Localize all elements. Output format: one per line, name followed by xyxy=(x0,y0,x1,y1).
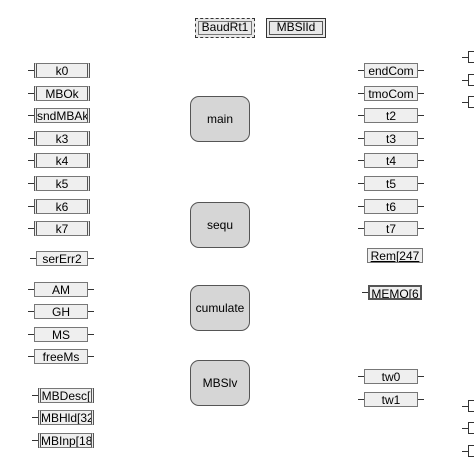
left-block-gh[interactable]: GH xyxy=(34,304,88,319)
right-block-tmocom[interactable]: tmoCom xyxy=(364,86,418,101)
mbs-id-block[interactable]: MBSlId xyxy=(266,18,326,38)
left-block-mbdesc[interactable]: MBDesc[ xyxy=(38,388,94,403)
edge-block-marker xyxy=(468,445,474,457)
left-block-mbok[interactable]: MBOk xyxy=(34,86,90,101)
center-block-sequ[interactable]: sequ xyxy=(190,202,250,248)
edge-block-marker xyxy=(468,51,474,63)
center-block-mbslv[interactable]: MBSlv xyxy=(190,360,250,406)
left-block-mbhld[interactable]: MBHld[32 xyxy=(38,410,94,425)
right-block-t4[interactable]: t4 xyxy=(364,153,418,168)
left-block-ms[interactable]: MS xyxy=(34,327,88,342)
right-block-rem[interactable]: Rem[247 xyxy=(367,248,423,263)
left-block-k3[interactable]: k3 xyxy=(34,131,90,146)
left-block-mbinp[interactable]: MBInp[18 xyxy=(38,433,94,448)
edge-block-marker xyxy=(468,422,474,434)
right-block-t2[interactable]: t2 xyxy=(364,108,418,123)
right-block-t6[interactable]: t6 xyxy=(364,199,418,214)
left-block-k7[interactable]: k7 xyxy=(34,221,90,236)
center-block-cumulate[interactable]: cumulate xyxy=(190,285,250,331)
right-block-memo[interactable]: MEMO[6 xyxy=(368,285,422,300)
left-block-sndmbak[interactable]: sndMBAk xyxy=(34,108,90,123)
left-block-k6[interactable]: k6 xyxy=(34,199,90,214)
edge-block-marker xyxy=(468,400,474,412)
edge-block-marker xyxy=(468,96,474,108)
left-block-am[interactable]: AM xyxy=(34,282,88,297)
center-block-main[interactable]: main xyxy=(190,96,250,142)
right-block-endcom[interactable]: endCom xyxy=(364,63,418,78)
left-block-k5[interactable]: k5 xyxy=(34,176,90,191)
right-block-tw1[interactable]: tw1 xyxy=(364,392,418,407)
right-block-t7[interactable]: t7 xyxy=(364,221,418,236)
edge-block-marker xyxy=(468,74,474,86)
right-block-t3[interactable]: t3 xyxy=(364,131,418,146)
left-block-freems[interactable]: freeMs xyxy=(34,349,88,364)
left-block-k4[interactable]: k4 xyxy=(34,153,90,168)
left-block-k0[interactable]: k0 xyxy=(34,63,90,78)
left-block-sererr2[interactable]: serErr2 xyxy=(36,251,88,266)
baud-rate-block[interactable]: BaudRt1 xyxy=(195,18,255,38)
right-block-tw0[interactable]: tw0 xyxy=(364,369,418,384)
right-block-t5[interactable]: t5 xyxy=(364,176,418,191)
